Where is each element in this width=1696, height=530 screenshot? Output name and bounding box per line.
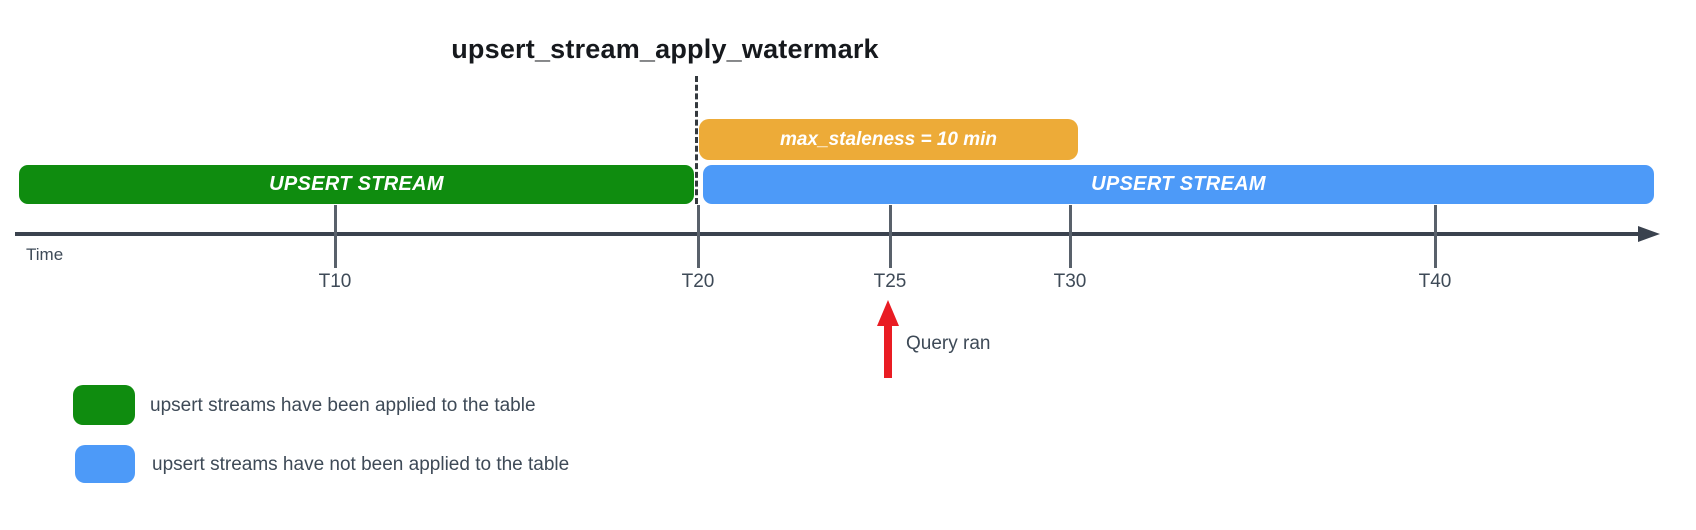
tick-t20-label: T20: [681, 271, 715, 292]
tick-t20-line: [697, 205, 700, 268]
query-ran-arrow-icon: [877, 300, 899, 326]
tick-t10-line: [334, 205, 337, 268]
legend-label-not-applied: upsert streams have not been applied to …: [152, 454, 570, 475]
diagram-title: upsert_stream_apply_watermark: [451, 34, 879, 64]
legend-label-applied: upsert streams have been applied to the …: [150, 395, 536, 416]
query-ran-label: Query ran: [906, 333, 991, 354]
upsert-stream-applied-bar: UPSERT STREAM: [19, 165, 694, 204]
max-staleness-label: max_staleness = 10 min: [779, 128, 998, 150]
time-axis-label: Time: [26, 245, 64, 264]
tick-t25-label: T25: [873, 271, 907, 292]
tick-t30-label: T30: [1053, 271, 1087, 292]
query-ran-arrow-shaft: [884, 324, 892, 378]
time-axis-arrowhead-icon: [1638, 226, 1660, 242]
tick-t40-line: [1434, 205, 1437, 268]
tick-t10-label: T10: [318, 271, 352, 292]
watermark-dotted-line: [695, 76, 698, 204]
tick-t30-line: [1069, 205, 1072, 268]
upsert-stream-not-applied-bar-label: UPSERT STREAM: [1091, 173, 1266, 195]
time-axis-line: [15, 232, 1643, 236]
legend-swatch-not-applied: [75, 445, 135, 483]
upsert-stream-not-applied-bar: UPSERT STREAM: [703, 165, 1654, 204]
tick-t25-line: [889, 205, 892, 268]
tick-t40-label: T40: [1418, 271, 1452, 292]
legend-swatch-applied: [73, 385, 135, 425]
upsert-stream-applied-bar-label: UPSERT STREAM: [269, 173, 444, 195]
max-staleness-badge: max_staleness = 10 min: [699, 119, 1078, 160]
